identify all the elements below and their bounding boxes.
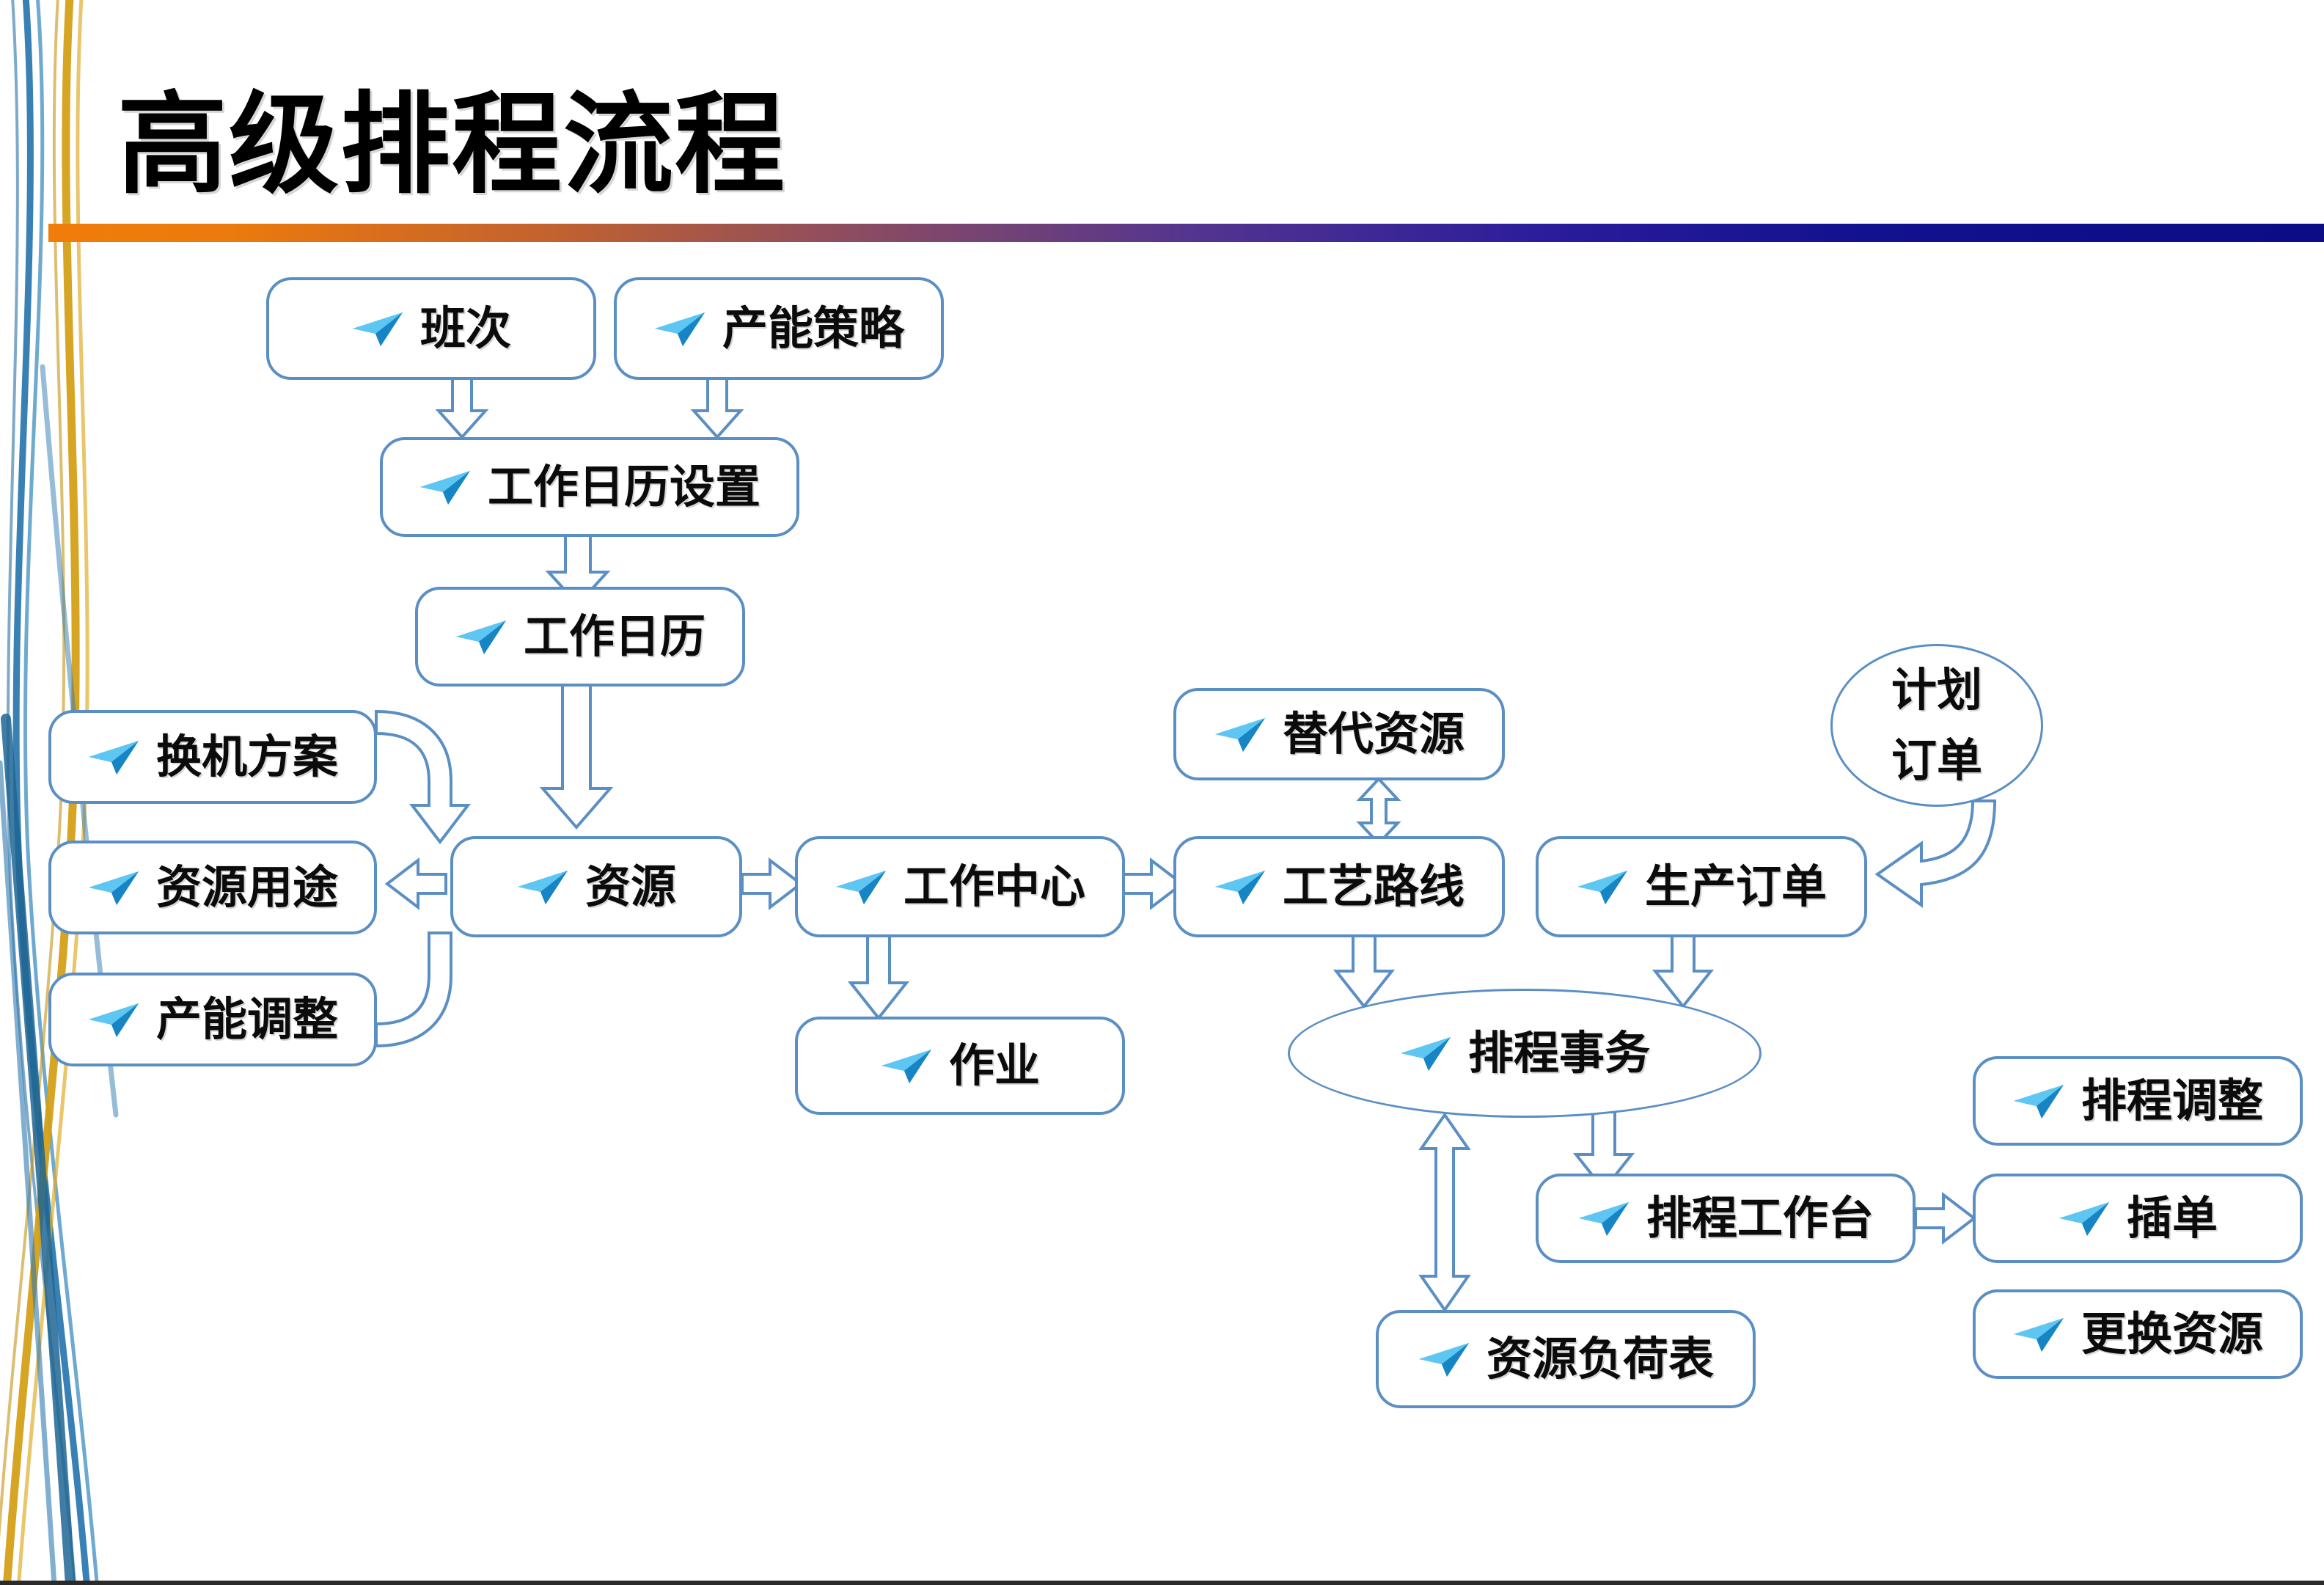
node-resource-load[interactable]: 资源负荷表 — [1376, 1310, 1756, 1408]
node-label: 工作日历 — [523, 609, 705, 663]
node-label: 资源 — [584, 859, 676, 913]
paper-plane-icon — [352, 312, 403, 346]
node-label: 更换资源 — [2081, 1306, 2263, 1361]
node-label: 资源负荷表 — [1486, 1331, 1714, 1385]
node-planned-order[interactable]: 计划 订单 — [1830, 644, 2043, 807]
node-resource-usage[interactable]: 资源用途 — [48, 841, 377, 934]
node-label: 替代资源 — [1282, 706, 1465, 761]
node-schedule-console[interactable]: 排程工作台 — [1536, 1174, 1916, 1263]
node-work-center[interactable]: 工作中心 — [795, 836, 1125, 937]
edge-work-center-to-routing — [1122, 857, 1185, 911]
node-label: 换机方案 — [155, 729, 338, 783]
edge-shift-to-calendar-setup — [435, 377, 489, 440]
node-work-calendar[interactable]: 工作日历 — [415, 587, 745, 687]
node-changeover-plan[interactable]: 换机方案 — [48, 710, 377, 804]
node-insert-order[interactable]: 插单 — [1973, 1174, 2303, 1263]
edge-resource-to-resource-usage — [384, 857, 447, 911]
edge-work-center-to-operation — [847, 930, 910, 1021]
node-capacity-strategy[interactable]: 产能策略 — [614, 277, 944, 380]
edge-schedule-task-to-schedule-console — [1572, 1110, 1635, 1193]
edge-work-calendar-to-resource — [539, 682, 614, 830]
node-routing[interactable]: 工艺路线 — [1173, 836, 1505, 937]
node-label: 插单 — [2126, 1190, 2218, 1245]
paper-plane-icon — [517, 871, 568, 904]
node-label: 工作日历设置 — [487, 459, 760, 513]
edge-changeover-plan-to-resource — [375, 709, 472, 845]
edge-alt-resource-routing-double — [1356, 777, 1401, 846]
node-label: 排程事务 — [1467, 1025, 1650, 1080]
paper-plane-icon — [88, 1003, 139, 1037]
node-schedule-task[interactable]: 排程事务 — [1288, 989, 1762, 1118]
node-capacity-adjust[interactable]: 产能调整 — [48, 973, 377, 1066]
paper-plane-icon — [88, 871, 139, 905]
node-label: 工艺路线 — [1282, 859, 1465, 913]
edge-planned-order-to-production-order — [1874, 799, 1997, 908]
title-block: 高级排程流程 — [117, 79, 1877, 211]
edge-schedule-console-to-insert-order — [1914, 1191, 1977, 1245]
paper-plane-icon — [455, 621, 506, 654]
node-label: 计划 订单 — [1891, 662, 1982, 787]
paper-plane-icon — [881, 1050, 931, 1083]
node-shift[interactable]: 班次 — [266, 277, 596, 380]
paper-plane-icon — [2013, 1318, 2064, 1352]
node-label: 产能策略 — [722, 301, 904, 355]
node-alt-resource[interactable]: 替代资源 — [1173, 688, 1505, 780]
node-calendar-setup[interactable]: 工作日历设置 — [380, 437, 799, 537]
paper-plane-icon — [1214, 718, 1265, 752]
node-label: 排程工作台 — [1646, 1190, 1874, 1245]
node-label: 产能调整 — [155, 992, 338, 1046]
node-resource[interactable]: 资源 — [450, 836, 742, 937]
node-label: 工作中心 — [903, 859, 1085, 913]
node-label: 作业 — [948, 1038, 1040, 1092]
node-label: 排程调整 — [2081, 1073, 2263, 1127]
node-label: 资源用途 — [155, 860, 338, 914]
paper-plane-icon — [654, 312, 705, 346]
edge-resource-to-work-center — [741, 857, 804, 911]
paper-plane-icon — [1577, 871, 1627, 904]
node-label: 班次 — [419, 301, 511, 355]
paper-plane-icon — [419, 471, 470, 505]
node-operation[interactable]: 作业 — [795, 1017, 1125, 1115]
edge-routing-to-schedule-task — [1333, 931, 1396, 1009]
page-title: 高级排程流程 — [117, 81, 787, 209]
node-schedule-adjust[interactable]: 排程调整 — [1973, 1056, 2303, 1146]
paper-plane-icon — [2013, 1085, 2064, 1119]
node-label: 生产订单 — [1644, 859, 1827, 913]
edge-resource-to-capacity-adjust — [375, 931, 452, 1048]
paper-plane-icon — [1578, 1202, 1629, 1236]
paper-plane-icon — [1418, 1343, 1469, 1377]
node-production-order[interactable]: 生产订单 — [1536, 836, 1867, 937]
edge-capacity-strategy-to-calendar-setup — [690, 377, 744, 440]
accent-gradient-bar — [48, 224, 2324, 242]
paper-plane-icon — [1214, 871, 1265, 904]
edge-production-order-to-schedule-task — [1652, 931, 1715, 1009]
paper-plane-icon — [88, 741, 139, 775]
edge-schedule-task-resource-load-double — [1418, 1112, 1471, 1313]
paper-plane-icon — [1400, 1037, 1451, 1071]
node-replace-resource[interactable]: 更换资源 — [1973, 1289, 2303, 1379]
paper-plane-icon — [835, 871, 886, 904]
paper-plane-icon — [2059, 1202, 2109, 1236]
